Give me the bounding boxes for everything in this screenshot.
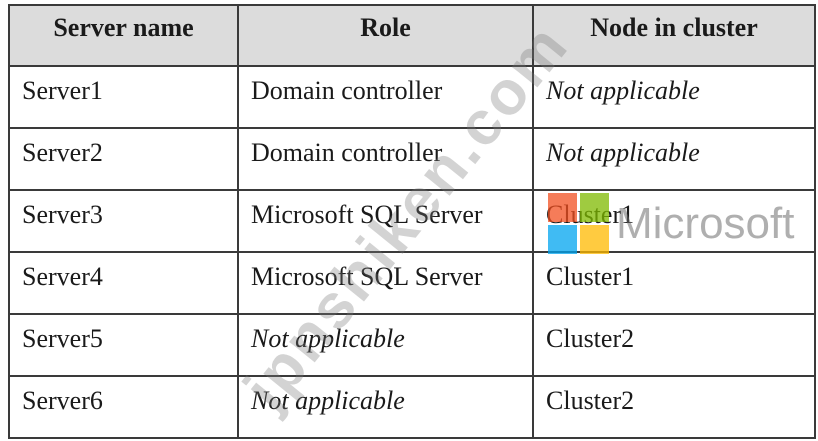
column-header-role: Role (237, 4, 534, 67)
role-cell: Domain controller (237, 127, 534, 191)
table-header-row: Server name Role Node in cluster (8, 4, 816, 67)
node-cell: Cluster1 (532, 189, 816, 253)
server-name-cell: Server5 (8, 313, 239, 377)
table-row: Server2 Domain controller Not applicable (8, 127, 816, 191)
node-cell: Cluster1 (532, 251, 816, 315)
server-table: Server name Role Node in cluster Server1… (8, 4, 816, 439)
table-row: Server5 Not applicable Cluster2 (8, 313, 816, 377)
server-name-cell: Server3 (8, 189, 239, 253)
server-name-cell: Server1 (8, 65, 239, 129)
table-row: Server4 Microsoft SQL Server Cluster1 (8, 251, 816, 315)
column-header-node-in-cluster: Node in cluster (532, 4, 816, 67)
role-cell: Domain controller (237, 65, 534, 129)
node-cell: Cluster2 (532, 375, 816, 439)
server-name-cell: Server4 (8, 251, 239, 315)
node-cell: Not applicable (532, 65, 816, 129)
server-name-cell: Server2 (8, 127, 239, 191)
node-cell: Cluster2 (532, 313, 816, 377)
role-cell: Not applicable (237, 375, 534, 439)
table-row: Server1 Domain controller Not applicable (8, 65, 816, 129)
column-header-server-name: Server name (8, 4, 239, 67)
role-cell: Not applicable (237, 313, 534, 377)
role-cell: Microsoft SQL Server (237, 251, 534, 315)
table-row: Server6 Not applicable Cluster2 (8, 375, 816, 439)
node-cell: Not applicable (532, 127, 816, 191)
server-name-cell: Server6 (8, 375, 239, 439)
table-row: Server3 Microsoft SQL Server Cluster1 (8, 189, 816, 253)
role-cell: Microsoft SQL Server (237, 189, 534, 253)
